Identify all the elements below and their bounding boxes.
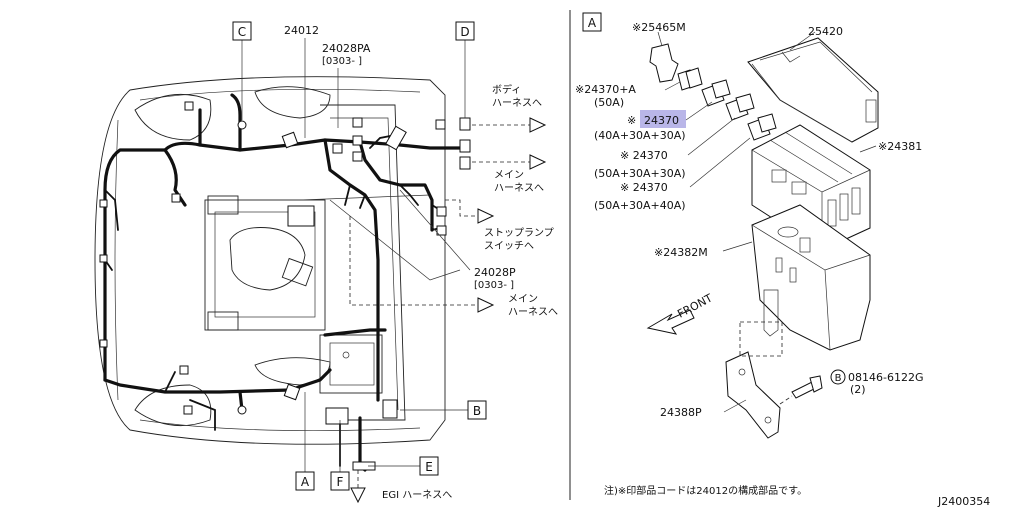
- stop-lamp-label-1: ストップランプ: [484, 227, 554, 239]
- part-bolt: 08146-6122G: [848, 371, 923, 384]
- part-24381: ※24381: [878, 140, 922, 153]
- callout-e: E: [425, 460, 433, 474]
- main-harness-top-label-1: メイン: [494, 170, 524, 181]
- vehicle-outline: [94, 76, 461, 445]
- right-leader-lines: [657, 31, 877, 413]
- front-label: FRONT: [675, 291, 715, 320]
- part-24028pa: 24028PA: [322, 42, 371, 55]
- part-24370-highlighted: 24370: [644, 114, 679, 127]
- part-24370-2-rating: (50A+30A+30A): [594, 167, 686, 180]
- callout-a: A: [301, 475, 310, 489]
- part-24370-hl-rating: (40A+30A+30A): [594, 129, 686, 142]
- detail-callout-box: [582, 12, 602, 32]
- part-24028pa-date: [0303- ]: [322, 56, 362, 67]
- part-25465m: ※25465M: [632, 21, 686, 34]
- detail-callout-a: A: [588, 16, 597, 30]
- fusebox-parts: [646, 37, 879, 439]
- wire-harness: [103, 93, 467, 472]
- leader-lines: [241, 38, 471, 472]
- main-harness-mid-label-1: メイン: [508, 294, 538, 305]
- part-25420: 25420: [808, 25, 843, 38]
- bolt-symbol: B: [835, 373, 842, 384]
- footer-note: 注)※印部品コードは24012の構成部品です。: [604, 484, 807, 497]
- part-24028p-date: [0303- ]: [474, 280, 514, 291]
- part-24370-3: ※ 24370: [620, 181, 668, 194]
- diagram-id: J2400354: [937, 495, 990, 508]
- connection-arrows: [349, 117, 547, 504]
- callout-c: C: [238, 25, 246, 39]
- part-24370a-rating: (50A): [594, 96, 624, 109]
- body-harness-label-2: ハーネスへ: [492, 97, 542, 109]
- callout-d: D: [460, 25, 469, 39]
- part-24370-3-rating: (50A+30A+40A): [594, 199, 686, 212]
- callout-b: B: [473, 404, 481, 418]
- part-24370a: ※24370+A: [575, 83, 636, 96]
- callout-f: F: [337, 475, 344, 489]
- part-24012: 24012: [284, 24, 319, 37]
- part-24370-hl-prefix: ※: [627, 114, 636, 127]
- body-harness-label-1: ボディ: [492, 83, 521, 96]
- main-harness-mid-label-2: ハーネスへ: [508, 306, 558, 318]
- right-labels: ※25465M ※24370+A (50A) ※ 24370 (40A+30A+…: [575, 21, 923, 419]
- part-24370-2: ※ 24370: [620, 149, 668, 162]
- left-labels: 24012 24028PA [0303- ] ボディ ハーネスへ メイン ハーネ…: [284, 24, 558, 501]
- highlight-24370: [640, 110, 686, 128]
- part-24382m: ※24382M: [654, 246, 708, 259]
- main-harness-top-label-2: ハーネスへ: [494, 182, 544, 194]
- part-24388p: 24388P: [660, 406, 702, 419]
- stop-lamp-label-2: スイッチへ: [484, 240, 534, 252]
- part-24028p: 24028P: [474, 266, 516, 279]
- harness-connectors: [99, 101, 471, 471]
- left-callouts: C D A F E B: [232, 21, 487, 491]
- part-bolt-qty: (2): [850, 383, 866, 396]
- egi-harness-label: EGI ハーネスへ: [382, 489, 452, 501]
